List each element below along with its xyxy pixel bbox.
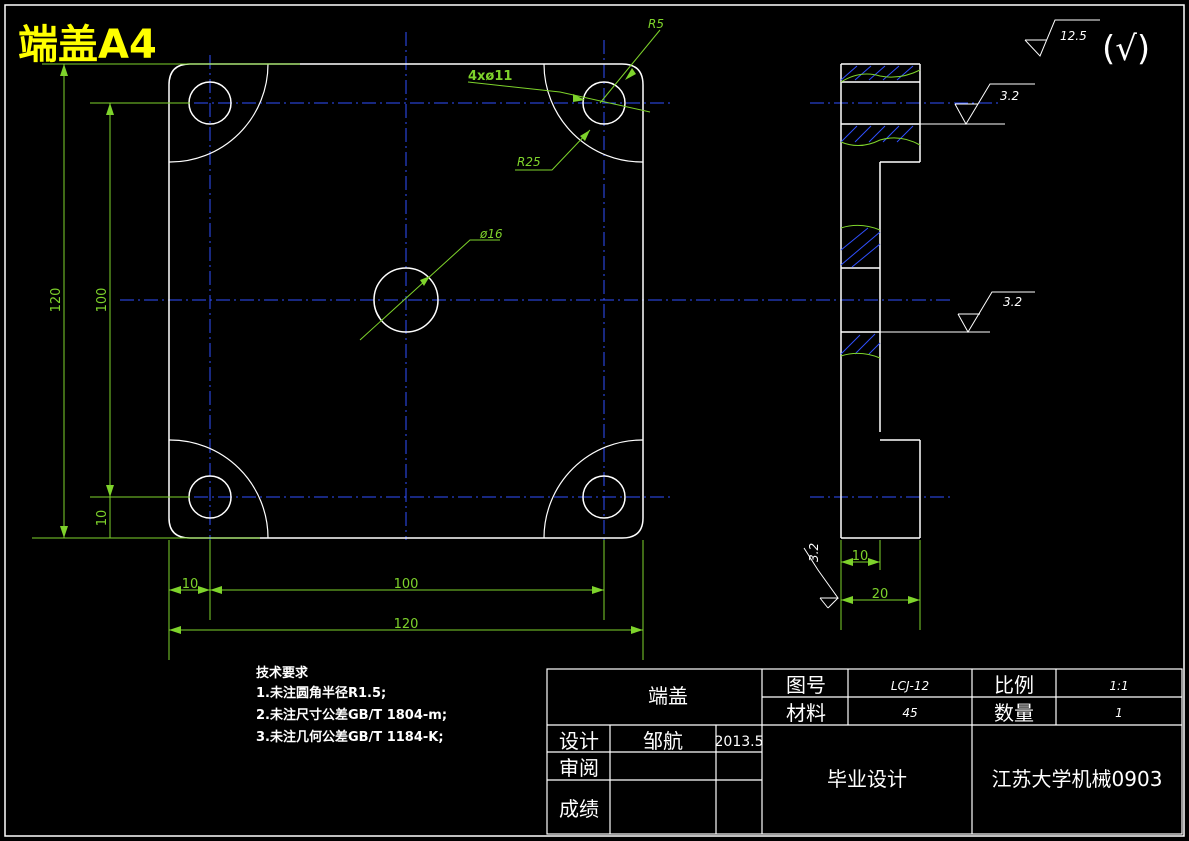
dimension-arrows <box>60 64 643 634</box>
corner-arc-br <box>543 439 644 539</box>
notes-heading: 技术要求 <box>256 665 309 681</box>
tb-quantity-label: 数量 <box>994 701 1034 725</box>
dim-width-100: 100 <box>394 577 419 592</box>
title-block: 端盖 图号 LCJ-12 材料 45 比例 1:1 数量 1 设计 邹航 201… <box>546 668 1183 835</box>
tb-grade-label: 成绩 <box>559 797 599 821</box>
tb-drawing-no: LCJ-12 <box>891 679 929 693</box>
dim-height-100: 100 <box>95 288 110 313</box>
roughness-symbols <box>803 19 1100 609</box>
tb-part-name: 端盖 <box>648 684 688 708</box>
tb-material-label: 材料 <box>786 701 826 725</box>
tb-designer: 邹航 <box>643 729 683 753</box>
tb-scale: 1:1 <box>1109 679 1128 693</box>
tb-review-label: 审阅 <box>559 756 599 780</box>
roughness-mid: 3.2 <box>1003 295 1022 309</box>
dim-r5: R5 <box>648 17 664 31</box>
technical-notes: 技术要求 1.未注圆角半径R1.5; 2.未注尺寸公差GB/T 1804-m; … <box>256 665 447 745</box>
note-item-1: 1.未注圆角半径R1.5; <box>256 685 386 701</box>
dim-height-120: 120 <box>49 288 64 313</box>
tb-project: 毕业设计 <box>827 767 907 791</box>
side-outline <box>840 63 921 539</box>
roughness-general: 12.5 <box>1060 29 1087 43</box>
section-hatching <box>840 65 914 355</box>
corner-arc-tl <box>168 63 269 163</box>
drawing-title: 端盖A4 <box>18 22 157 68</box>
plate-outline <box>168 63 644 539</box>
side-view: 10 20 3.2 3.2 3.2 12.5 (√) <box>803 19 1150 630</box>
tb-design-label: 设计 <box>559 729 599 753</box>
note-item-2: 2.未注尺寸公差GB/T 1804-m; <box>256 707 447 723</box>
dim-width-120: 120 <box>394 617 419 632</box>
roughness-bottom: 3.2 <box>807 543 821 562</box>
hole-br <box>582 475 626 519</box>
tb-date: 2013.5 <box>715 734 764 750</box>
dim-width-10: 10 <box>182 577 199 592</box>
tb-scale-label: 比例 <box>994 673 1034 697</box>
dimension-lines <box>32 29 661 660</box>
corner-arc-bl <box>168 439 269 539</box>
dim-side-10: 10 <box>852 549 869 564</box>
tb-quantity: 1 <box>1115 706 1123 720</box>
dim-side-20: 20 <box>872 587 889 602</box>
hole-tr <box>582 81 626 125</box>
tb-school: 江苏大学机械0903 <box>992 767 1163 791</box>
roughness-top: 3.2 <box>1000 89 1019 103</box>
tb-material: 45 <box>902 706 917 720</box>
front-view: 120 100 10 10 100 120 4xø11 R5 R25 ø16 <box>32 17 1000 660</box>
dim-r25: R25 <box>517 155 541 169</box>
roughness-general-suffix: (√) <box>1102 29 1150 69</box>
centerlines <box>120 32 1000 540</box>
dim-height-10: 10 <box>95 510 110 527</box>
note-item-3: 3.未注几何公差GB/T 1184-K; <box>256 729 444 745</box>
dim-d16: ø16 <box>479 227 503 241</box>
dim-hole-callout: 4xø11 <box>468 69 512 84</box>
drawing-border <box>4 4 1185 837</box>
tb-drawing-no-label: 图号 <box>786 673 826 697</box>
corner-arc-tr <box>543 63 644 163</box>
